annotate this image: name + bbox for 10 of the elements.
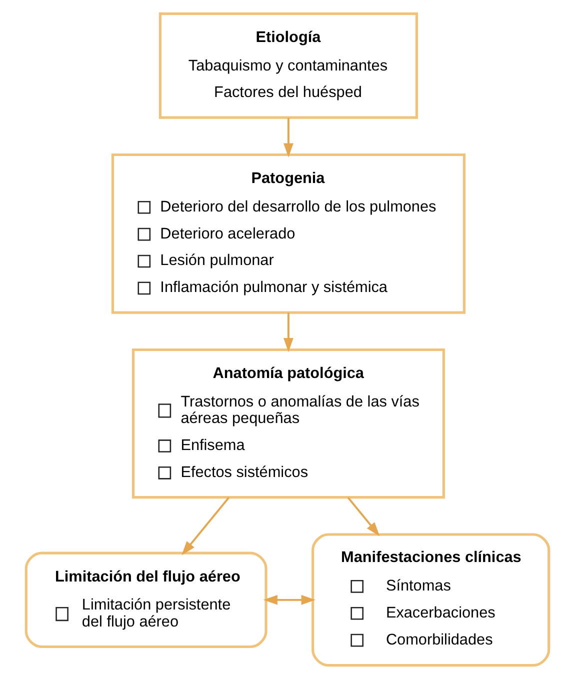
node-box: Limitación del flujo aéreo Limitación persistente del flujo aéreo <box>24 552 267 648</box>
node-box: Patogenia Deterioro del desarrollo de los pulmones Deterioro acelerado Lesión pulmonar Inflamación pulmonar y sistémica <box>110 154 465 314</box>
node-box: Manifestaciones clínicas Síntomas Exacerbaciones Comorbilidades <box>311 533 550 667</box>
arrow <box>346 496 380 536</box>
node-box: Etiología Tabaquismo y contaminantes Factores del huésped <box>158 12 418 119</box>
arrow <box>283 118 293 158</box>
node-box: Anatomía patológica Trastornos o anomalías de las vías aéreas pequeñas Enfisema Efectos sistémicos <box>131 348 444 499</box>
arrow <box>181 496 230 556</box>
arrow <box>283 312 293 352</box>
arrow <box>262 594 315 605</box>
